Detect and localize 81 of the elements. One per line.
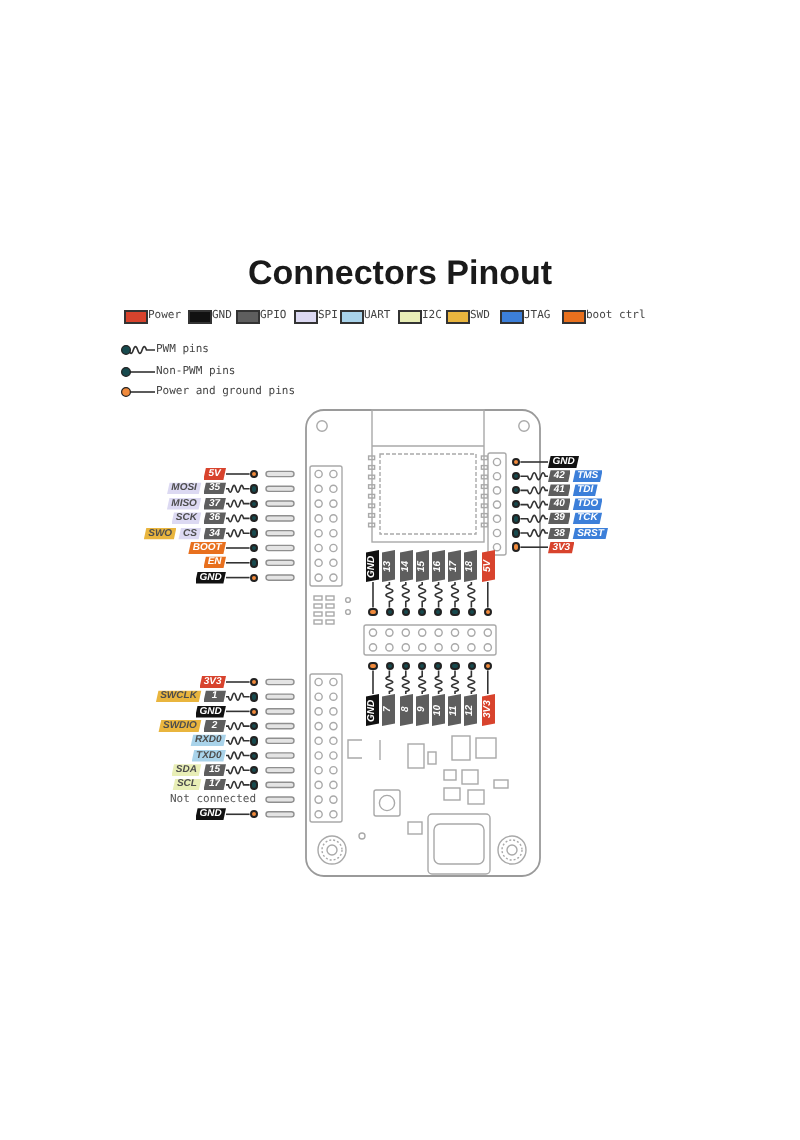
dot-icon: [450, 661, 460, 671]
dot-icon: [249, 809, 259, 819]
dot-icon: [483, 661, 493, 671]
dot-icon: [450, 607, 460, 617]
leader-line: [519, 486, 549, 495]
leader-line: [519, 514, 549, 523]
dot-icon: [249, 543, 259, 553]
leader-line: [225, 766, 251, 775]
leader-line: [418, 581, 427, 609]
leader-line: [519, 500, 549, 509]
leader-line: [486, 581, 489, 609]
leader-line: [486, 669, 489, 695]
leader-line: [225, 547, 251, 549]
leader-line: [450, 669, 460, 695]
dot-icon: [511, 486, 521, 495]
dot-icon: [249, 514, 259, 523]
dot-icon: [249, 736, 259, 746]
dot-icon: [368, 661, 378, 671]
leader-line: [385, 669, 394, 695]
dot-icon: [249, 484, 259, 494]
leader-line: [418, 669, 427, 695]
dot-icon: [467, 661, 476, 671]
leader-line: [225, 473, 251, 475]
dot-icon: [511, 471, 521, 481]
dot-icon: [249, 469, 259, 479]
leader-line: [225, 736, 251, 745]
leader-line: [225, 681, 251, 683]
dot-icon: [401, 607, 411, 617]
dot-icon: [249, 692, 259, 702]
leader-line: [434, 669, 443, 695]
leader-line: [401, 581, 410, 609]
dot-icon: [249, 573, 259, 582]
dot-icon: [417, 661, 427, 671]
dot-icon: [511, 542, 521, 552]
leader-line: [225, 514, 251, 523]
dot-icon: [249, 707, 259, 716]
leader-line: [225, 562, 251, 564]
dot-icon: [249, 721, 259, 731]
dot-icon: [434, 661, 443, 671]
title: Connectors Pinout: [247, 254, 553, 294]
leader-line: [225, 721, 251, 731]
leader-line: [434, 581, 443, 609]
dot-icon: [511, 457, 521, 467]
leader-line: [519, 546, 549, 548]
leader-line: [372, 581, 374, 609]
dot-icon: [511, 528, 521, 538]
leader-line: [401, 669, 410, 695]
dot-icon: [511, 514, 521, 524]
leader-line: [225, 751, 251, 760]
leader-line: [225, 576, 251, 579]
dot-icon: [511, 500, 521, 509]
dot-icon: [385, 661, 394, 671]
leader-line: [519, 461, 549, 463]
dot-icon: [249, 751, 259, 760]
leader-line: [225, 484, 251, 493]
leader-line: [519, 528, 549, 538]
leader-line: [385, 581, 394, 609]
dot-icon: [417, 607, 427, 617]
dot-icon: [249, 780, 259, 790]
dot-icon: [434, 607, 443, 617]
leader-line: [225, 813, 251, 816]
dot-icon: [401, 661, 411, 671]
leader-line: [372, 669, 374, 695]
leader-line: [225, 710, 251, 713]
dot-icon: [385, 607, 394, 617]
dot-icon: [249, 528, 259, 538]
leader-line: [467, 581, 476, 609]
dot-icon: [483, 607, 493, 617]
leader-line: [467, 669, 476, 695]
leader-line: [225, 499, 251, 508]
dot-icon: [467, 607, 476, 617]
dot-icon: [249, 558, 259, 568]
leader-line: [225, 529, 251, 538]
dot-icon: [249, 499, 259, 508]
leader-line: [450, 581, 460, 609]
dot-icon: [368, 607, 378, 617]
leader-line: [225, 692, 251, 701]
leader-line: [519, 472, 549, 481]
leader-line: [225, 780, 251, 790]
dot-icon: [249, 677, 259, 687]
dot-icon: [249, 765, 259, 775]
